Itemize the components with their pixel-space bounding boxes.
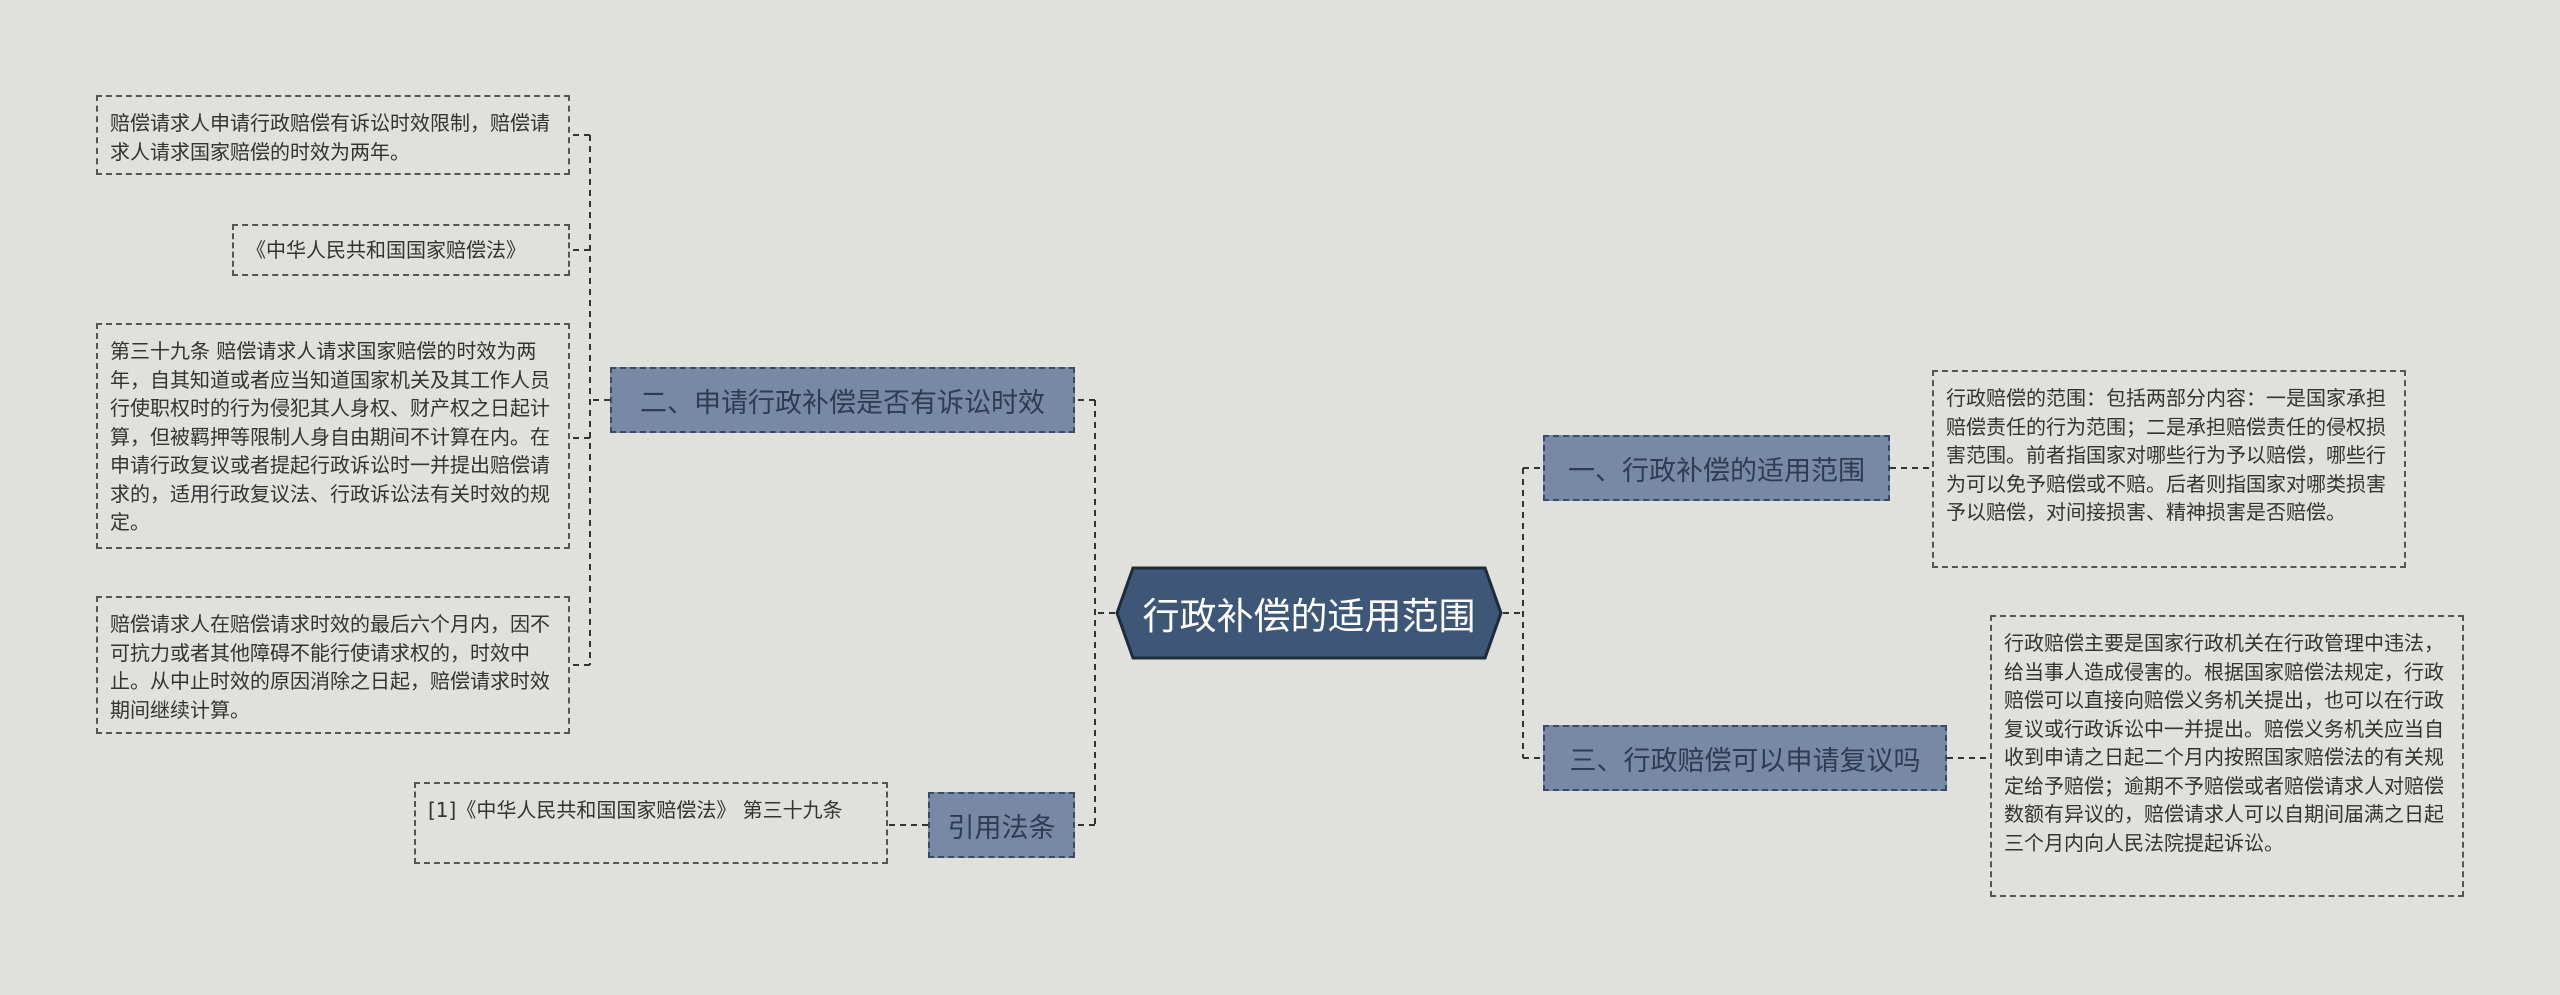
branch-label: 一、行政补偿的适用范围 <box>1568 455 1865 487</box>
branch-statute-of-limitations[interactable]: 二、申请行政补偿是否有诉讼时效 <box>610 367 1075 433</box>
leaf-limitation-suspension: 赔偿请求人在赔偿请求时效的最后六个月内，因不可抗力或者其他障碍不能行使请求权的，… <box>96 596 570 734</box>
branch-scope-of-compensation[interactable]: 一、行政补偿的适用范围 <box>1543 435 1890 501</box>
branch-label: 二、申请行政补偿是否有诉讼时效 <box>640 387 1045 419</box>
branch-label: 引用法条 <box>947 812 1056 844</box>
leaf-cited-article: [1]《中华人民共和国国家赔偿法》 第三十九条 <box>414 782 888 864</box>
branch-label: 三、行政赔偿可以申请复议吗 <box>1569 745 1921 777</box>
leaf-law-title: 《中华人民共和国国家赔偿法》 <box>232 224 570 276</box>
connector-root-to-right <box>1503 467 1543 759</box>
connector-left-b1-leaves <box>570 134 610 666</box>
root-topic[interactable]: 行政补偿的适用范围 <box>1115 566 1503 660</box>
leaf-limitation-summary: 赔偿请求人申请行政赔偿有诉讼时效限制，赔偿请求人请求国家赔偿的时效为两年。 <box>96 95 570 175</box>
branch-cited-statutes[interactable]: 引用法条 <box>928 792 1075 858</box>
root-shape <box>1115 566 1503 660</box>
root-label: 行政补偿的适用范围 <box>1142 595 1476 638</box>
connector-root-to-left <box>1075 399 1115 826</box>
branch-reconsideration[interactable]: 三、行政赔偿可以申请复议吗 <box>1543 725 1947 791</box>
leaf-article-39: 第三十九条 赔偿请求人请求国家赔偿的时效为两年，自其知道或者应当知道国家机关及其… <box>96 323 570 549</box>
leaf-reconsideration-detail: 行政赔偿主要是国家行政机关在行政管理中违法，给当事人造成侵害的。根据国家赔偿法规… <box>1990 615 2464 897</box>
leaf-scope-detail: 行政赔偿的范围：包括两部分内容：一是国家承担赔偿责任的行为范围；二是承担赔偿责任… <box>1932 370 2406 568</box>
